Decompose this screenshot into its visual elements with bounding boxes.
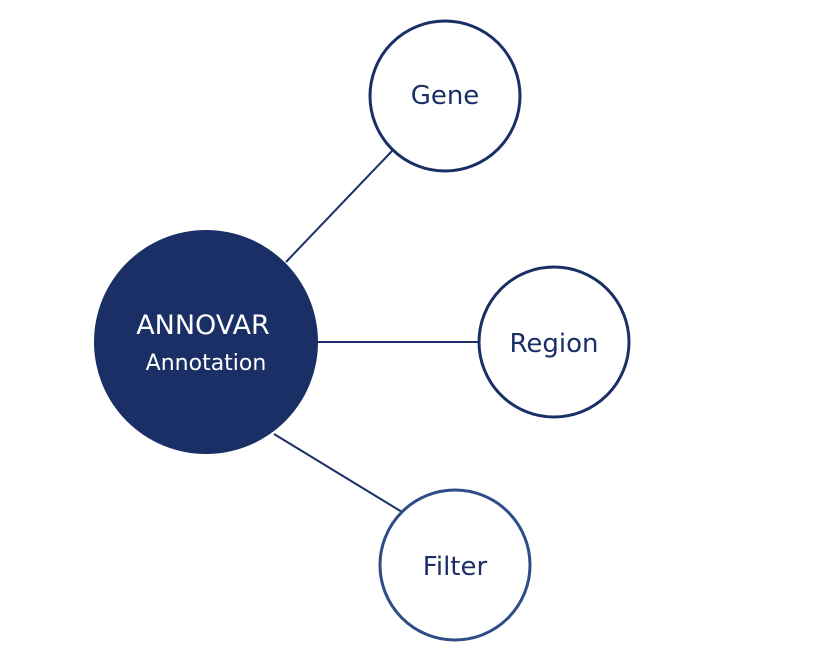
node-region: Region [477, 265, 631, 419]
gene-circle [368, 19, 522, 173]
node-gene: Gene [368, 19, 522, 173]
connector-gene [285, 150, 393, 263]
region-label: Region [509, 329, 598, 359]
gene-label: Gene [411, 81, 480, 111]
filter-label: Filter [423, 552, 488, 582]
center-title: ANNOVAR [136, 310, 270, 341]
connector-filter [273, 433, 403, 513]
center-node-annovar: ANNOVAR Annotation [94, 230, 318, 454]
region-circle [477, 265, 631, 419]
node-filter: Filter [378, 488, 532, 642]
center-circle [94, 230, 318, 454]
filter-circle [378, 488, 532, 642]
center-subtitle: Annotation [146, 351, 267, 376]
